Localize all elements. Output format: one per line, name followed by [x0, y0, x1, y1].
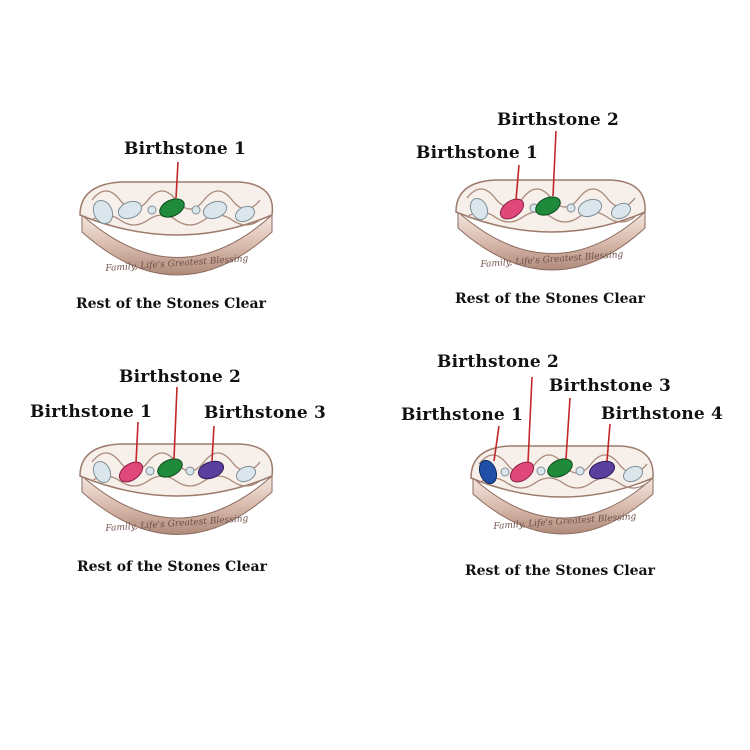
- birthstone-2-gem: [535, 196, 561, 216]
- pointer-line: [173, 386, 178, 460]
- clear-stone: [147, 205, 157, 215]
- pointer-line: [175, 161, 179, 199]
- rest-clear-caption: Rest of the Stones Clear: [455, 291, 645, 307]
- clear-stone: [469, 197, 489, 221]
- birthstone-1-label: Birthstone 1: [30, 402, 153, 422]
- birthstone-3-gem: [197, 460, 225, 480]
- clear-stone: [117, 200, 143, 220]
- birthstone-2-gem: [157, 458, 183, 478]
- birthstone-2-label: Birthstone 2: [437, 352, 560, 372]
- ring-band: [81, 213, 273, 276]
- ring-illustration: Family, Life's Greatest Blessing: [79, 386, 274, 535]
- ring-option-two-stones: Family, Life's Greatest Blessing Birthst…: [375, 0, 750, 307]
- ring-illustration: Family, Life's Greatest Blessing: [470, 376, 654, 535]
- birthstone-1-label: Birthstone 1: [124, 139, 247, 159]
- ring-option-one-stone: Family, Life's Greatest Blessing Birthst…: [0, 0, 375, 312]
- pointer-line: [552, 130, 557, 197]
- pointer-line: [527, 376, 533, 464]
- clear-stone: [577, 198, 603, 218]
- ring-option-four-stones: Family, Life's Greatest Blessing Birthst…: [375, 352, 750, 640]
- birthstone-4-gem: [588, 460, 616, 480]
- clear-stone: [235, 465, 257, 483]
- clear-stone: [191, 205, 201, 215]
- birthstone-3-label: Birthstone 3: [549, 376, 672, 396]
- clear-stone: [234, 205, 256, 223]
- birthstone-3-gem: [547, 458, 573, 478]
- pointer-line: [515, 164, 520, 201]
- birthstone-2-label: Birthstone 2: [119, 367, 242, 387]
- ring-band: [457, 210, 646, 271]
- pointer-line: [135, 421, 139, 464]
- birthstone-1-gem: [118, 461, 144, 483]
- pointer-line: [211, 425, 215, 462]
- rest-clear-caption: Rest of the Stones Clear: [77, 559, 267, 575]
- birthstone-1-gem: [478, 459, 498, 485]
- birthstone-1-gem: [499, 198, 525, 220]
- birthstone-1-label: Birthstone 1: [401, 405, 524, 425]
- ring-illustration: Family, Life's Greatest Blessing: [79, 161, 274, 276]
- ring-option-three-stones: Family, Life's Greatest Blessing Birthst…: [0, 360, 375, 640]
- rest-clear-caption: Rest of the Stones Clear: [76, 296, 266, 312]
- pointer-line: [565, 397, 571, 460]
- clear-stone: [610, 202, 632, 220]
- ring-illustration: Family, Life's Greatest Blessing: [455, 130, 646, 271]
- rest-clear-caption: Rest of the Stones Clear: [465, 563, 655, 579]
- clear-stone: [185, 466, 195, 476]
- clear-stone: [92, 460, 112, 484]
- birthstone-1-gem: [159, 198, 185, 218]
- birthstone-3-label: Birthstone 3: [204, 403, 327, 423]
- ring-band: [472, 476, 654, 535]
- birthstone-2-label: Birthstone 2: [497, 110, 620, 130]
- pointer-line: [493, 425, 500, 462]
- birthstone-2-gem: [509, 461, 535, 483]
- clear-stone: [566, 203, 576, 213]
- clear-stone: [536, 466, 546, 476]
- clear-stone: [575, 466, 585, 476]
- pointer-line: [606, 423, 611, 462]
- clear-stone: [622, 465, 644, 483]
- ring-band: [81, 474, 273, 535]
- clear-stone: [202, 200, 228, 220]
- clear-stone: [92, 199, 114, 225]
- clear-stone: [145, 466, 155, 476]
- birthstone-4-label: Birthstone 4: [601, 404, 724, 424]
- birthstone-1-label: Birthstone 1: [416, 143, 539, 163]
- clear-stone: [500, 467, 510, 477]
